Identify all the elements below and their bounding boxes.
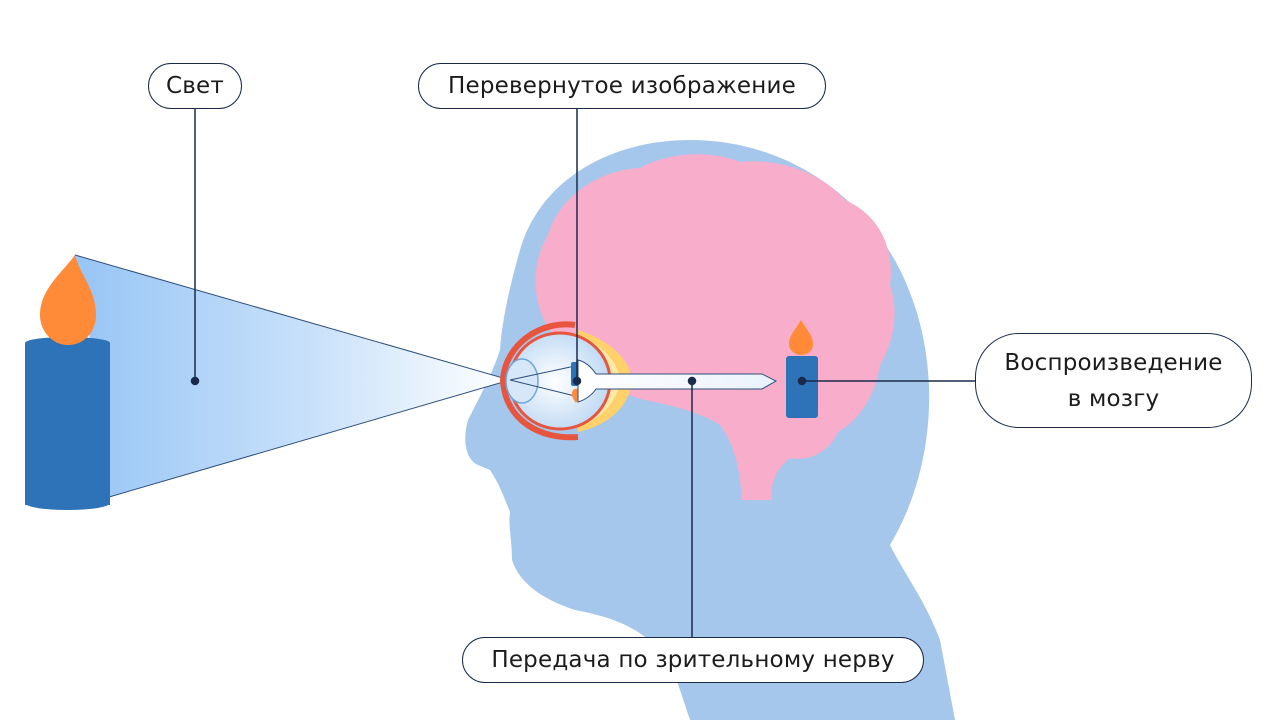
- label-brain-line2: в мозгу: [1067, 385, 1160, 412]
- label-brain-line1: Воспроизведение: [1004, 349, 1223, 376]
- optic-nerve-dot: [687, 376, 697, 386]
- brain-flame-icon: [789, 320, 813, 355]
- label-optic-nerve-text: Передача по зрительному нерву: [491, 647, 895, 673]
- label-brain-reproduction: Воспроизведение в мозгу: [975, 333, 1252, 428]
- label-inverted-image: Перевернутое изображение: [418, 63, 826, 109]
- label-light-text: Свет: [166, 73, 224, 99]
- inverted-image-dot: [572, 376, 582, 386]
- label-light: Свет: [148, 63, 242, 109]
- label-optic-nerve: Передача по зрительному нерву: [462, 637, 924, 683]
- brain-candle: [786, 320, 818, 418]
- optic-nerve: [577, 359, 778, 403]
- source-candle: [25, 255, 110, 510]
- label-inverted-image-text: Перевернутое изображение: [447, 73, 796, 99]
- connectors: [190, 109, 975, 637]
- light-dot: [190, 376, 200, 386]
- brain-dot: [797, 376, 807, 386]
- light-beam: [75, 255, 510, 502]
- flame-icon: [40, 255, 96, 345]
